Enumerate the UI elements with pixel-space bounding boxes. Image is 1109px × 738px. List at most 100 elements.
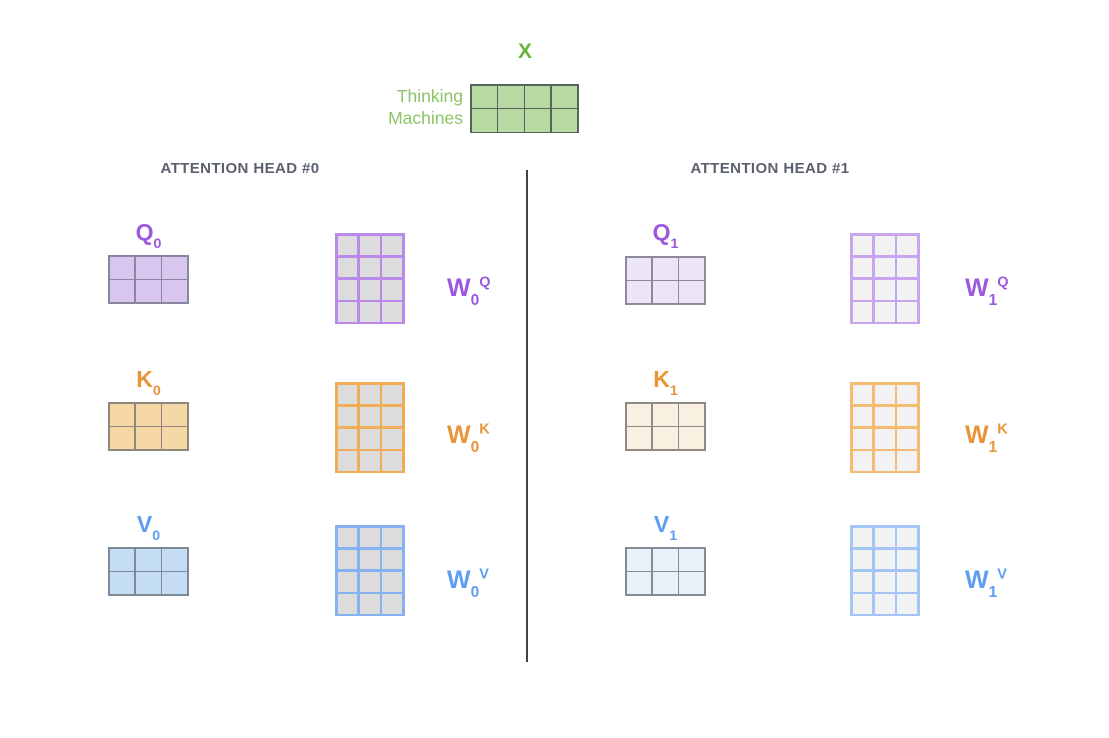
w0k-label-base: W: [447, 421, 471, 449]
matrix-cell: [359, 594, 380, 614]
w0k-weight-matrix: [335, 382, 405, 474]
w1k-label-subscript: 1: [988, 438, 998, 456]
w0k-label-subscript: 0: [470, 438, 480, 456]
matrix-cell: [874, 549, 895, 570]
matrix-cell: [162, 256, 188, 279]
matrix-cell: [852, 571, 873, 592]
matrix-cell: [359, 527, 380, 548]
matrix-cell: [382, 549, 403, 570]
w1v-label-subscript: 1: [988, 583, 998, 601]
matrix-cell: [109, 403, 135, 426]
matrix-cell: [109, 427, 135, 450]
matrix-cell: [337, 302, 358, 322]
w0v-weight-matrix: [335, 525, 405, 617]
matrix-cell: [162, 280, 188, 303]
matrix-cell: [359, 451, 380, 471]
matrix-cell: [359, 384, 380, 405]
k1-label-base: K: [653, 366, 670, 392]
matrix-cell: [135, 280, 161, 303]
matrix-cell: [359, 279, 380, 300]
matrix-cell: [382, 527, 403, 548]
w1q-weight-matrix: [850, 233, 920, 325]
matrix-cell: [382, 571, 403, 592]
matrix-cell: [852, 302, 873, 322]
matrix-cell: [652, 281, 678, 304]
matrix-cell: [382, 235, 403, 256]
q0-label: Q0: [108, 219, 189, 251]
matrix-cell: [852, 594, 873, 614]
v1-label: V1: [625, 511, 706, 543]
matrix-cell: [874, 257, 895, 278]
matrix-cell: [679, 281, 705, 304]
q1-label-base: Q: [652, 219, 671, 245]
matrix-cell: [337, 384, 358, 405]
w1k-label-superscript: K: [997, 421, 1008, 438]
matrix-cell: [852, 451, 873, 471]
matrix-cell: [852, 527, 873, 548]
v1-label-base: V: [653, 511, 670, 537]
matrix-cell: [162, 572, 188, 595]
matrix-cell: [382, 279, 403, 300]
matrix-cell: [337, 571, 358, 592]
matrix-cell: [471, 85, 497, 108]
matrix-cell: [852, 257, 873, 278]
matrix-cell: [135, 403, 161, 426]
matrix-cell: [897, 594, 918, 614]
w1k-weight-matrix: [850, 382, 920, 474]
matrix-cell: [897, 549, 918, 570]
input-embedding-matrix: [470, 84, 579, 134]
w1q-label-base: W: [965, 274, 989, 302]
q0-label-subscript: 0: [153, 236, 162, 253]
matrix-cell: [679, 548, 705, 571]
v0-label-subscript: 0: [152, 528, 161, 545]
matrix-cell: [337, 527, 358, 548]
matrix-cell: [852, 384, 873, 405]
w0v-label-subscript: 0: [470, 583, 480, 601]
matrix-cell: [626, 427, 652, 450]
matrix-cell: [852, 406, 873, 427]
k0-label-subscript: 0: [152, 383, 161, 400]
matrix-cell: [874, 527, 895, 548]
w0q-label: W0Q: [447, 274, 491, 308]
w1k-label-base: W: [965, 421, 989, 449]
matrix-cell: [382, 257, 403, 278]
k1-label: K1: [625, 366, 706, 398]
w0q-label-superscript: Q: [479, 274, 491, 291]
matrix-cell: [359, 257, 380, 278]
matrix-cell: [382, 302, 403, 322]
w0k-label-superscript: K: [479, 421, 490, 438]
matrix-cell: [874, 302, 895, 322]
matrix-cell: [652, 572, 678, 595]
matrix-cell: [359, 406, 380, 427]
matrix-cell: [874, 428, 895, 449]
matrix-cell: [162, 403, 188, 426]
matrix-cell: [897, 451, 918, 471]
matrix-cell: [897, 428, 918, 449]
v0-matrix: [108, 547, 189, 596]
matrix-cell: [874, 594, 895, 614]
matrix-cell: [874, 235, 895, 256]
k0-matrix: [108, 402, 189, 451]
matrix-cell: [109, 572, 135, 595]
matrix-cell: [679, 572, 705, 595]
matrix-cell: [135, 548, 161, 571]
matrix-cell: [382, 594, 403, 614]
v1-matrix: [625, 547, 706, 596]
w1v-weight-matrix: [850, 525, 920, 617]
matrix-cell: [471, 109, 497, 132]
matrix-cell: [382, 384, 403, 405]
matrix-cell: [359, 549, 380, 570]
q0-label-base: Q: [135, 219, 154, 245]
matrix-cell: [525, 85, 551, 108]
q1-matrix: [625, 256, 706, 305]
matrix-cell: [897, 235, 918, 256]
matrix-cell: [162, 548, 188, 571]
matrix-cell: [337, 451, 358, 471]
matrix-cell: [679, 403, 705, 426]
matrix-cell: [498, 85, 524, 108]
matrix-cell: [652, 427, 678, 450]
w0v-label: W0V: [447, 566, 489, 600]
v0-label-base: V: [136, 511, 153, 537]
matrix-cell: [337, 235, 358, 256]
